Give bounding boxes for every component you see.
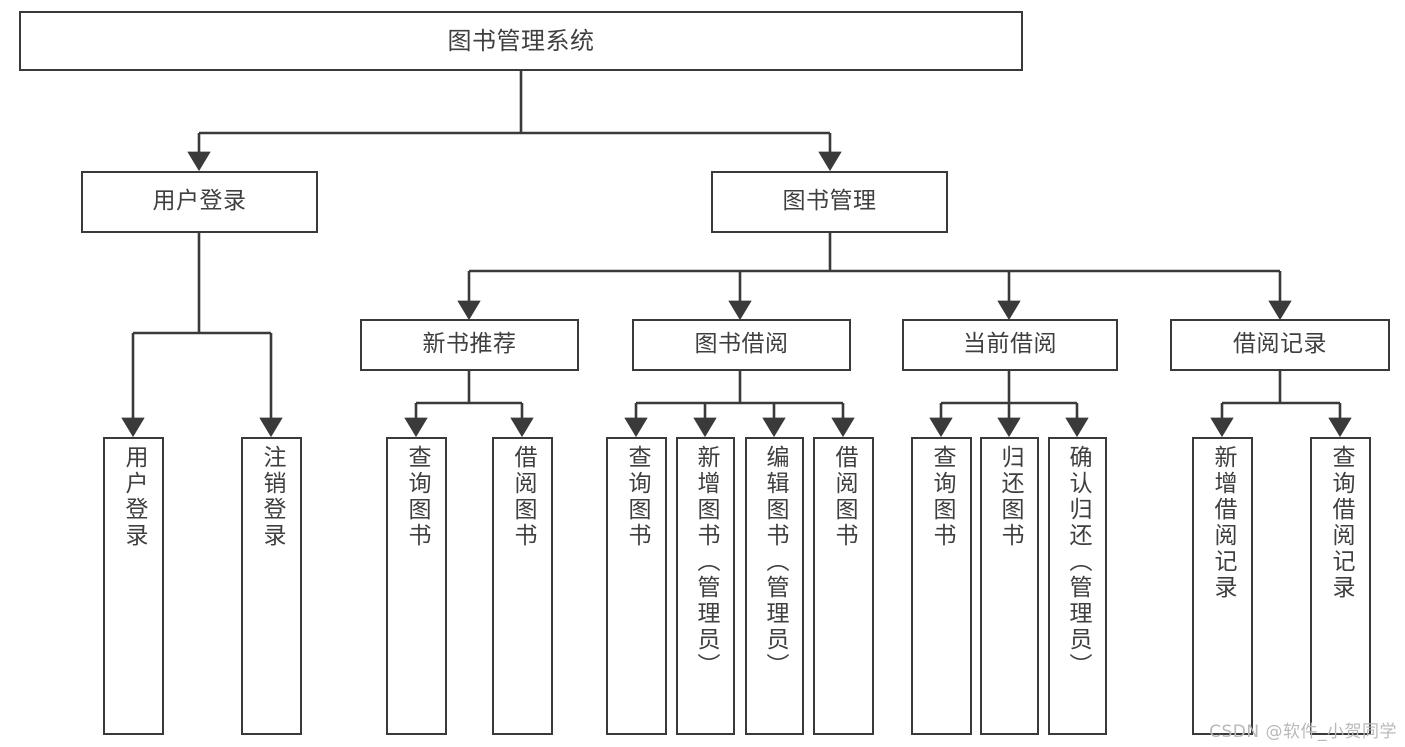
leaf-query-book-recommend[interactable]: 查询图书 [386,437,447,735]
node-label: 归还图书 [997,445,1023,549]
node-book-borrow[interactable]: 图书借阅 [632,319,851,371]
csdn-watermark: CSDN @软件_小贺同学 [1209,722,1397,742]
node-label: 查询图书 [404,445,430,549]
leaf-query-book-current[interactable]: 查询图书 [911,437,972,735]
leaf-edit-book-admin[interactable]: 编辑图书（管理员） [745,437,804,735]
leaf-user-login[interactable]: 用户登录 [103,437,164,735]
node-label: 图书借阅 [694,331,789,358]
node-label: 图书管理 [782,188,877,215]
node-label: 借阅图书 [831,445,857,549]
leaf-confirm-return-admin[interactable]: 确认归还（管理员） [1048,437,1107,735]
node-label: 借阅图书 [510,445,536,549]
node-label: 注销登录 [259,445,285,549]
node-label: 用户登录 [152,188,247,215]
node-label: 查询图书 [929,445,955,549]
node-user-login[interactable]: 用户登录 [81,171,318,233]
node-label: 新增借阅记录 [1210,445,1236,601]
node-new-book-recommend[interactable]: 新书推荐 [360,319,579,371]
leaf-add-borrow-record[interactable]: 新增借阅记录 [1192,437,1253,735]
leaf-query-borrow-record[interactable]: 查询借阅记录 [1310,437,1371,735]
node-label: 新书推荐 [422,331,517,358]
node-current-borrow[interactable]: 当前借阅 [902,319,1118,371]
node-label: 用户登录 [121,445,147,549]
leaf-borrow-book-recommend[interactable]: 借阅图书 [492,437,553,735]
node-book-management[interactable]: 图书管理 [711,171,948,233]
node-label: 确认归还（管理员） [1065,445,1091,679]
leaf-borrow-book[interactable]: 借阅图书 [813,437,874,735]
node-label: 借阅记录 [1233,331,1327,358]
node-label: 新增图书（管理员） [693,445,719,679]
node-label: 当前借阅 [963,331,1057,358]
node-borrow-record[interactable]: 借阅记录 [1170,319,1390,371]
node-book-management-system[interactable]: 图书管理系统 [19,11,1023,71]
node-label: 查询图书 [624,445,650,549]
leaf-return-book[interactable]: 归还图书 [980,437,1039,735]
leaf-query-book-borrow[interactable]: 查询图书 [606,437,667,735]
node-label: 查询借阅记录 [1328,445,1354,601]
leaf-add-book-admin[interactable]: 新增图书（管理员） [676,437,735,735]
node-label: 图书管理系统 [447,26,595,55]
leaf-logout-login[interactable]: 注销登录 [241,437,302,735]
node-label: 编辑图书（管理员） [762,445,788,679]
